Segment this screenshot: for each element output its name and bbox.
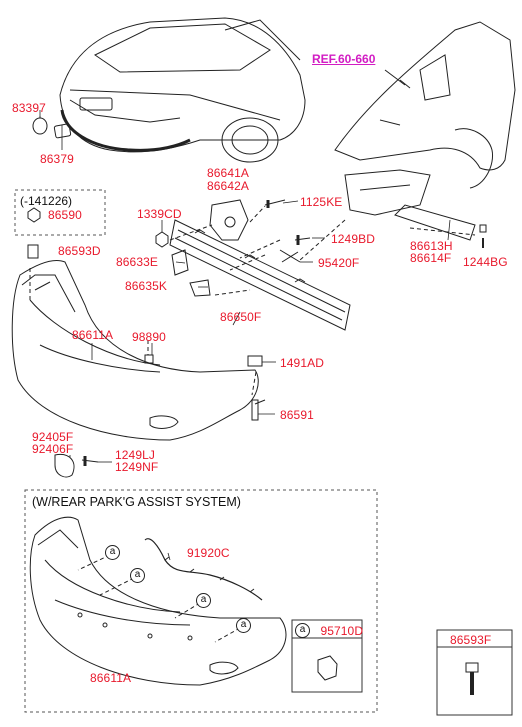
part-label-86650F: 86650F [220,310,262,324]
part-label-1339CD: 1339CD [137,207,182,221]
bumper-86611A [11,260,259,441]
part-label-1249LJ: 1249LJ [115,448,155,462]
part-label-86635K: 86635K [125,279,167,293]
part-label-86633E: 86633E [116,255,158,269]
part-label-1244BG: 1244BG [463,255,508,269]
legend-box-95710D: a 95710D [295,622,364,639]
part-label-1491AD: 1491AD [280,356,324,370]
part-label-83397: 83397 [12,101,46,115]
nut-1339CD [155,231,169,248]
part-label-92405F: 92405F [32,430,74,444]
variant-note: (W/REAR PARK'G ASSIST SYSTEM) [32,495,241,509]
date-note: (-141226) [20,194,73,208]
callout-a-3: a [196,593,211,608]
part-label-95710D: 95710D [320,623,364,638]
bumper-86611A-with-sensors [29,516,287,686]
part-label-1249NF: 1249NF [115,460,159,474]
beam-86650F [169,219,351,331]
plug-86379 [53,123,72,139]
part-label-86611A-lower: 86611A [90,671,132,685]
car-rear-illustration [59,17,306,163]
part-label-86593D: 86593D [58,244,101,258]
part-label-86613H: 86613H [410,239,453,253]
clip-86635K [189,279,211,297]
callout-a-2: a [130,568,145,583]
part-label-91920C: 91920C [187,546,230,560]
part-label-86590: 86590 [48,208,82,222]
part-label-1125KE: 1125KE [300,195,343,209]
callout-a-4: a [236,618,251,633]
part-label-86379: 86379 [40,152,74,166]
rear-quarter-panel-illustration [334,21,516,241]
callout-a-legend: a [295,623,310,639]
part-label-98890: 98890 [132,330,166,344]
part-label-1249BD: 1249BD [331,232,375,246]
callout-a-1: a [105,545,120,560]
part-label-86591: 86591 [280,408,314,422]
part-label-86642A: 86642A [207,179,249,193]
part-label-86593F: 86593F [450,633,492,647]
ref-label[interactable]: REF.60-660 [312,52,376,66]
part-label-95420F: 95420F [318,256,360,270]
plug-83397 [32,117,48,135]
clip-86633E [171,249,189,276]
bracket-86641A [209,199,249,241]
part-label-92406F: 92406F [32,442,74,456]
reflector-92405F [54,453,75,478]
part-label-86614F: 86614F [410,251,452,265]
part-label-86641A: 86641A [207,166,249,180]
part-label-86611A: 86611A [72,328,114,342]
